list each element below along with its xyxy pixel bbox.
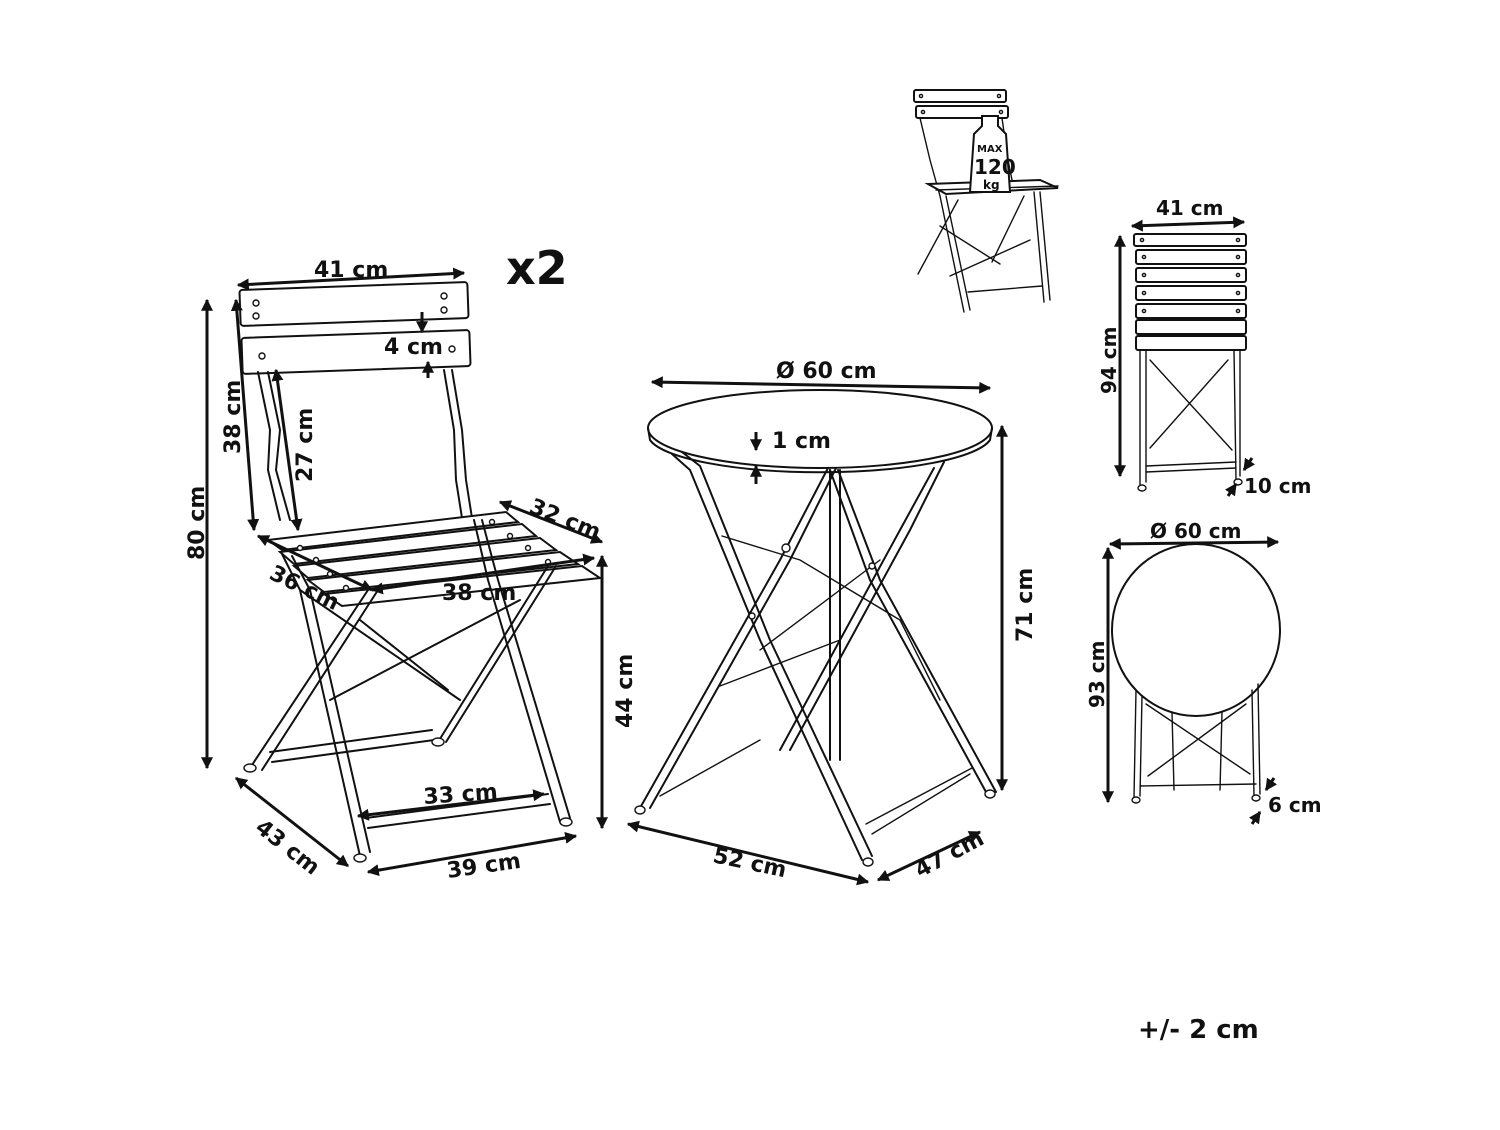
table-dimensions xyxy=(626,376,1008,886)
chair-back-inner-height-label: 27 cm xyxy=(293,408,318,482)
table-height-label: 71 cm xyxy=(1013,568,1038,642)
folded-table-dimension-labels: Ø 60 cm 93 cm 6 cm xyxy=(1085,519,1322,817)
table-base-right-label: 47 cm xyxy=(911,826,988,883)
folded-table-drawing xyxy=(1111,543,1281,804)
table-base-left-label: 52 cm xyxy=(711,843,789,883)
chair-back-slat-top xyxy=(238,281,470,327)
chair-back-upright-left xyxy=(257,371,281,521)
chair-back-upright-right xyxy=(451,369,473,519)
chair-dimensions xyxy=(201,267,608,877)
quantity-label: x2 xyxy=(506,241,568,295)
folded-chair-dimension-labels: 41 cm 94 cm 10 cm xyxy=(1097,196,1312,498)
folded-chair-drawing xyxy=(1133,233,1247,492)
folded-table-top xyxy=(1111,543,1281,717)
folded-table-diameter-label: Ø 60 cm xyxy=(1150,519,1241,543)
folded-chair-dimensions xyxy=(1114,216,1255,497)
load-badge-line2: 120 xyxy=(974,155,1016,179)
folded-chair-depth-label: 10 cm xyxy=(1244,474,1312,498)
chair-stretcher-width-label: 33 cm xyxy=(423,780,499,810)
load-badge-line1: MAX xyxy=(977,144,1003,155)
tolerance-label: +/- 2 cm xyxy=(1138,1015,1259,1045)
chair-total-height-label: 80 cm xyxy=(185,486,210,560)
chair-base-depth-label: 43 cm xyxy=(250,815,324,880)
folded-table-dimensions xyxy=(1102,536,1280,825)
chair-slat-height-label: 4 cm xyxy=(384,335,443,360)
chair-seat-height-label: 44 cm xyxy=(613,654,638,728)
table-diameter-label: Ø 60 cm xyxy=(776,359,877,384)
table-dimension-labels: Ø 60 cm 1 cm 71 cm 52 cm 47 cm xyxy=(711,359,1038,883)
chair-seat-width-front-label: 38 cm xyxy=(442,581,516,606)
folded-chair-width-label: 41 cm xyxy=(1156,196,1224,220)
load-weight-icon xyxy=(968,115,1012,193)
folded-table-height-label: 93 cm xyxy=(1085,641,1109,709)
load-badge-line3: kg xyxy=(983,178,1000,192)
table-drawing xyxy=(634,389,997,867)
chair-base-width-label: 39 cm xyxy=(445,849,522,884)
folded-table-depth-label: 6 cm xyxy=(1268,793,1322,817)
table-top-thickness-label: 1 cm xyxy=(772,429,831,454)
load-chair-drawing: MAX 120 kg xyxy=(913,89,1059,313)
chair-back-width-label: 41 cm xyxy=(314,258,388,283)
chair-back-height-label: 38 cm xyxy=(221,380,246,454)
folded-chair-height-label: 94 cm xyxy=(1097,327,1121,395)
